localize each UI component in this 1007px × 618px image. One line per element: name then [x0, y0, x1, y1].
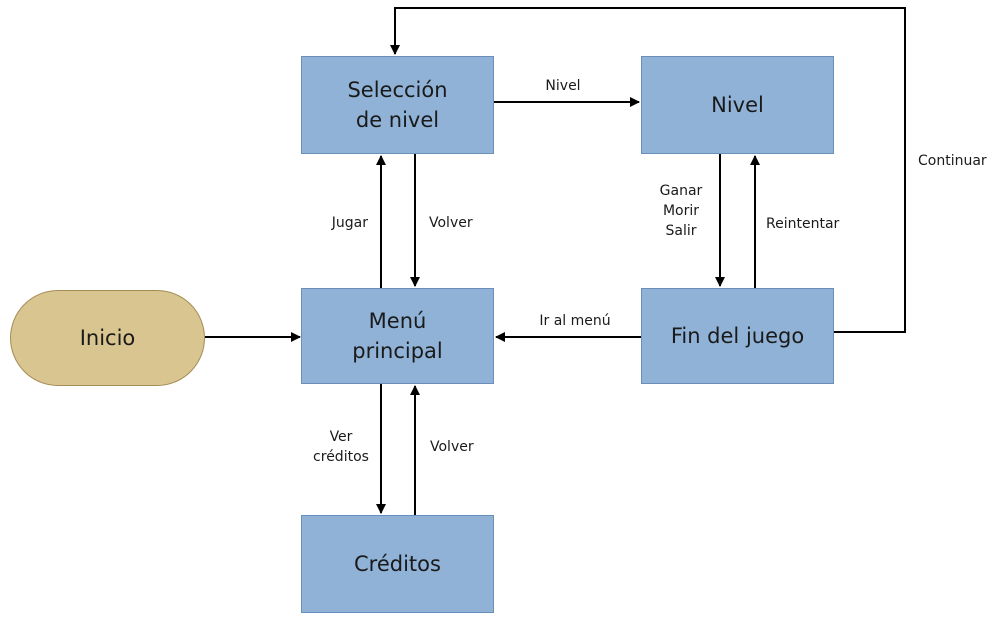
node-nivel: Nivel	[641, 56, 834, 154]
node-fin-del-juego: Fin del juego	[641, 288, 834, 384]
node-menu-principal: Menú principal	[301, 288, 494, 384]
node-inicio: Inicio	[10, 290, 205, 386]
label-volver-seleccion: Volver	[429, 215, 473, 231]
label-continuar: Continuar	[918, 153, 987, 169]
label-jugar: Jugar	[331, 215, 368, 231]
label-nivel-edge: Nivel	[545, 78, 581, 94]
label-volver-creditos: Volver	[430, 439, 474, 455]
node-seleccion-de-nivel: Selección de nivel	[301, 56, 494, 154]
arrow-fin-to-seleccion-continuar	[390, 7, 906, 333]
label-ver-creditos: Ver créditos	[313, 429, 369, 465]
label-reintentar: Reintentar	[766, 216, 840, 232]
node-creditos: Créditos	[301, 515, 494, 613]
label-ir-al-menu: Ir al menú	[539, 313, 611, 329]
label-ganar-morir-salir: Ganar Morir Salir	[659, 183, 703, 239]
